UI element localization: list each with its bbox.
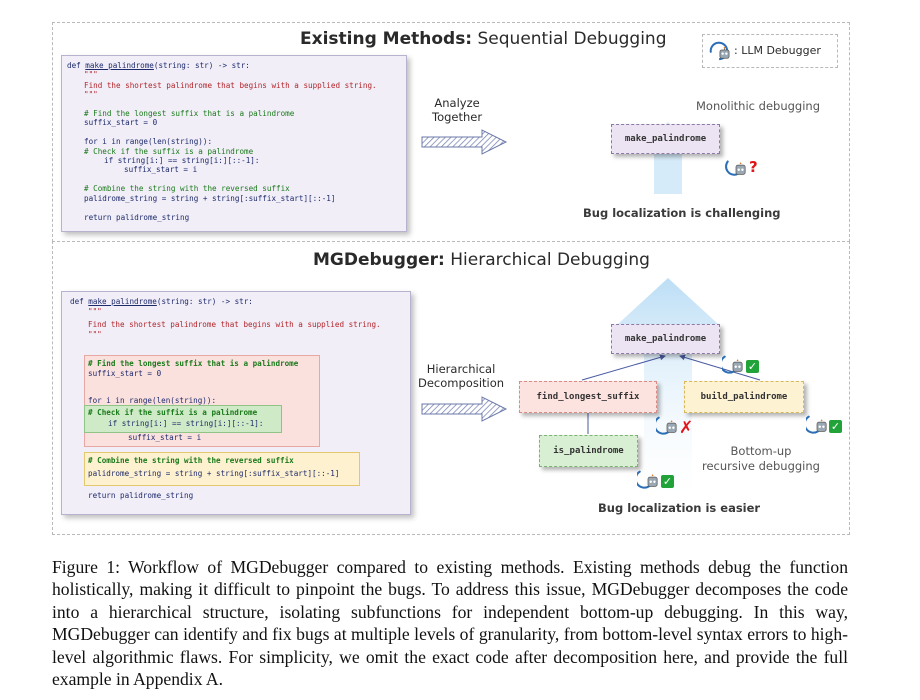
legend-label: : LLM Debugger [734, 44, 821, 57]
code-line-combine: palidrome_string = string + string[:suff… [88, 469, 340, 478]
code-docstring: Find the shortest palindrome that begins… [84, 81, 377, 90]
node-build-palindrome: build_palindrome [684, 381, 804, 413]
code-line-for: for i in range(len(string)): [88, 396, 217, 405]
node-make-palindrome: make_palindrome [611, 324, 720, 354]
decomposition-label-line1: Hierarchical [426, 362, 496, 376]
hatched-arrow-icon [421, 129, 508, 155]
bottom-title-rest: Hierarchical Debugging [444, 250, 650, 270]
code-comment-1: # Find the longest suffix that is a pali… [84, 109, 295, 118]
robot-debugger-icon [725, 160, 746, 176]
code-docstring-close: """ [84, 90, 98, 99]
code-comment-3: # Combine the string with the reversed s… [84, 184, 290, 193]
code-line-if: if string[i:] == string[i:][::-1]: [104, 156, 260, 165]
code-docstring-open: """ [88, 307, 102, 316]
code-signature: (string: str) -> str: [156, 297, 253, 306]
bottom-panel-frame [52, 241, 850, 535]
bottom-footer-label: Bug localization is easier [598, 501, 761, 515]
code-signature: (string: str) -> str: [153, 61, 250, 70]
highlight-is-palindrome [84, 405, 282, 433]
bottom-title: MGDebugger: Hierarchical Debugging [313, 250, 650, 270]
code-line-if: if string[i:] == string[i:][::-1]: [108, 419, 264, 428]
code-fn-name: make_palindrome [88, 297, 157, 306]
figure-caption: Figure 1: Workflow of MGDebugger compare… [52, 557, 848, 690]
code-def: def [67, 61, 86, 70]
code-line-for: for i in range(len(string)): [84, 137, 213, 146]
question-mark-icon: ? [749, 158, 758, 176]
code-line-suffix-start: suffix_start = 0 [84, 118, 158, 127]
check-icon: ✓ [829, 420, 842, 433]
top-title-rest: Sequential Debugging [472, 29, 667, 49]
code-comment-2: # Check if the suffix is a palindrome [84, 147, 254, 156]
node-is-palindrome: is_palindrome [539, 435, 638, 467]
monolithic-label: Monolithic debugging [696, 99, 820, 113]
code-comment-1: # Find the longest suffix that is a pali… [88, 359, 299, 368]
cross-icon: ✗ [679, 418, 694, 438]
top-code-box: def make_palindrome(string: str) -> str:… [61, 55, 407, 232]
robot-debugger-icon [637, 470, 658, 489]
code-line-assign: suffix_start = i [124, 165, 198, 174]
check-icon: ✓ [746, 360, 759, 373]
analyze-label-line2: Together [432, 110, 483, 124]
highlight-build-palindrome [84, 452, 360, 486]
hatched-arrow-icon [421, 396, 508, 422]
node-find-longest-suffix: find_longest_suffix [519, 381, 657, 413]
bottom-up-label-line1: Bottom-up [730, 444, 792, 458]
top-title-bold: Existing Methods: [300, 29, 473, 49]
legend-box [702, 34, 838, 68]
analyze-label: Analyze Together [432, 96, 482, 124]
code-docstring-close: """ [88, 330, 102, 339]
bottom-title-bold: MGDebugger: [313, 250, 445, 270]
code-comment-2: # Check if the suffix is a palindrome [88, 408, 258, 417]
decomposition-label: Hierarchical Decomposition [418, 362, 504, 390]
code-def: def [70, 297, 89, 306]
code-line-suffix-start: suffix_start = 0 [88, 369, 162, 378]
analyze-label-line1: Analyze [434, 96, 480, 110]
code-line-return: return palidrome_string [84, 213, 190, 222]
code-fn-name: make_palindrome [85, 61, 154, 70]
bottom-up-label: Bottom-up recursive debugging [702, 444, 820, 474]
decomposition-label-line2: Decomposition [418, 376, 505, 390]
code-line-return: return palidrome_string [88, 491, 194, 500]
robot-debugger-icon [709, 41, 730, 61]
code-line-combine: palidrome_string = string + string[:suff… [84, 194, 336, 203]
code-line-assign: suffix_start = i [128, 433, 202, 442]
top-title: Existing Methods: Sequential Debugging [300, 29, 666, 49]
robot-debugger-icon [806, 415, 827, 434]
code-docstring-open: """ [84, 70, 98, 79]
code-docstring: Find the shortest palindrome that begins… [88, 320, 381, 329]
top-footer-label: Bug localization is challenging [583, 206, 781, 220]
check-icon: ✓ [661, 475, 674, 488]
bottom-up-arrow [618, 278, 718, 498]
bottom-code-box: def make_palindrome(string: str) -> str:… [61, 291, 411, 515]
robot-debugger-icon [656, 416, 677, 435]
bottom-up-label-line2: recursive debugging [702, 459, 820, 473]
code-comment-3: # Combine the string with the reversed s… [88, 456, 294, 465]
top-node-make-palindrome: make_palindrome [611, 124, 720, 154]
robot-debugger-icon [722, 355, 743, 374]
